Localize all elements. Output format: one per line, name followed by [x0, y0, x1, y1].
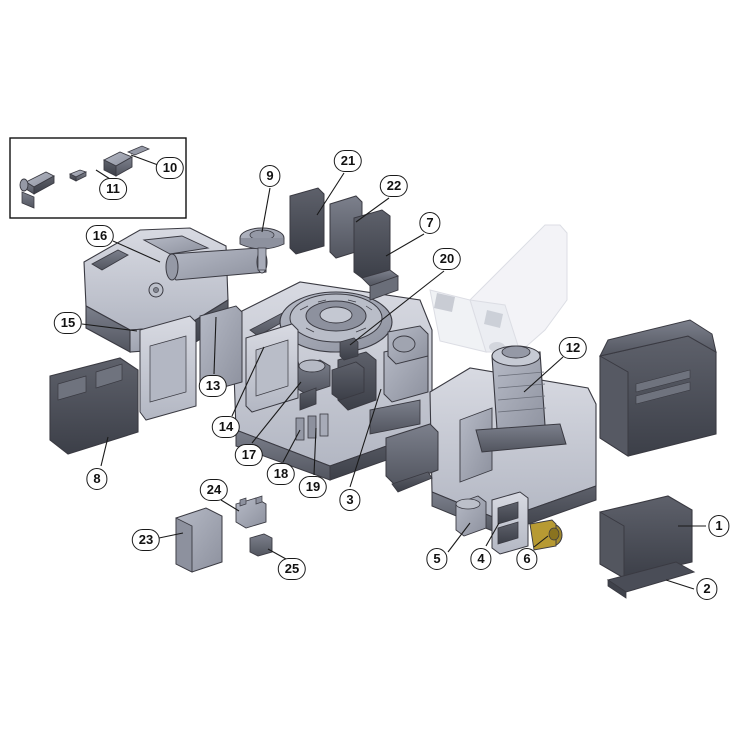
callout-label-12[interactable]: 12 — [558, 337, 588, 359]
right-cover-shell — [599, 319, 717, 457]
leader-line-25 — [267, 548, 287, 560]
leader-line-16 — [112, 240, 161, 263]
leader-line-24 — [220, 499, 240, 512]
ghost-frame-outline — [429, 224, 568, 353]
callout-label-7[interactable]: 7 — [419, 212, 441, 234]
rotary-table-turret — [279, 291, 429, 365]
callout-label-20[interactable]: 20 — [432, 248, 462, 270]
part-21-plate — [289, 187, 325, 255]
callout-label-5[interactable]: 5 — [426, 548, 448, 570]
part-23-box — [175, 507, 223, 573]
callout-label-11[interactable]: 11 — [99, 178, 127, 200]
leader-line-8 — [100, 436, 109, 467]
leader-line-17 — [251, 381, 302, 444]
small-parts-cluster — [295, 359, 365, 441]
callout-label-6[interactable]: 6 — [516, 548, 538, 570]
callout-label-24[interactable]: 24 — [199, 479, 229, 501]
leader-line-15 — [81, 323, 138, 332]
leader-line-9 — [261, 187, 271, 233]
leader-line-19 — [313, 427, 317, 476]
motor-assembly — [475, 345, 567, 453]
leader-line-6 — [533, 535, 549, 548]
inset-connector-part — [102, 145, 151, 177]
leader-line-18 — [282, 429, 301, 463]
leader-line-14 — [231, 346, 265, 417]
callout-label-25[interactable]: 25 — [277, 558, 307, 580]
callout-label-18[interactable]: 18 — [266, 463, 296, 485]
callout-label-19[interactable]: 19 — [298, 476, 328, 498]
leader-line-5 — [447, 522, 471, 553]
part-24-block — [235, 495, 267, 529]
connector-parts-group — [455, 491, 563, 555]
callout-label-17[interactable]: 17 — [234, 444, 264, 466]
inset-bolt-part — [69, 169, 88, 182]
callout-label-2[interactable]: 2 — [696, 578, 718, 600]
inset-detail-box — [9, 137, 187, 219]
part-14-panel — [245, 323, 299, 413]
exploded-loose-parts — [49, 187, 717, 599]
leader-line-21 — [316, 172, 345, 216]
callout-leader-lines — [81, 154, 706, 590]
inset-cylinder-part — [19, 171, 55, 195]
part-8-cover — [49, 357, 139, 455]
callout-label-3[interactable]: 3 — [339, 489, 361, 511]
callout-label-9[interactable]: 9 — [259, 165, 281, 187]
leader-line-7 — [385, 233, 425, 257]
callout-label-4[interactable]: 4 — [470, 548, 492, 570]
leader-line-23 — [158, 532, 184, 539]
part-7-bracket — [353, 209, 399, 301]
callout-label-8[interactable]: 8 — [86, 468, 108, 490]
callout-label-1[interactable]: 1 — [708, 515, 730, 537]
callout-label-13[interactable]: 13 — [198, 375, 228, 397]
callout-label-23[interactable]: 23 — [131, 529, 161, 551]
part-1-box — [599, 495, 693, 579]
leader-line-4 — [485, 522, 500, 547]
part-15-plate — [139, 315, 197, 421]
callout-label-14[interactable]: 14 — [211, 416, 241, 438]
callout-label-21[interactable]: 21 — [333, 150, 363, 172]
leader-line-12 — [523, 356, 564, 393]
leader-line-2 — [665, 579, 695, 590]
part-2-plate — [606, 561, 696, 599]
callout-label-15[interactable]: 15 — [53, 312, 83, 334]
callout-label-10[interactable]: 10 — [155, 157, 185, 179]
leader-line-3 — [349, 388, 382, 488]
leader-line-22 — [355, 197, 390, 223]
callout-label-22[interactable]: 22 — [379, 175, 409, 197]
leader-line-20 — [349, 270, 445, 346]
part-25-block — [249, 533, 273, 557]
part-9-disc — [239, 227, 285, 271]
leader-line-13 — [213, 316, 217, 375]
main-machine-body — [83, 227, 597, 555]
part-20-bracket — [339, 337, 359, 361]
leader-line-11 — [95, 169, 111, 180]
leader-line-10 — [130, 154, 159, 166]
callout-label-16[interactable]: 16 — [85, 225, 115, 247]
